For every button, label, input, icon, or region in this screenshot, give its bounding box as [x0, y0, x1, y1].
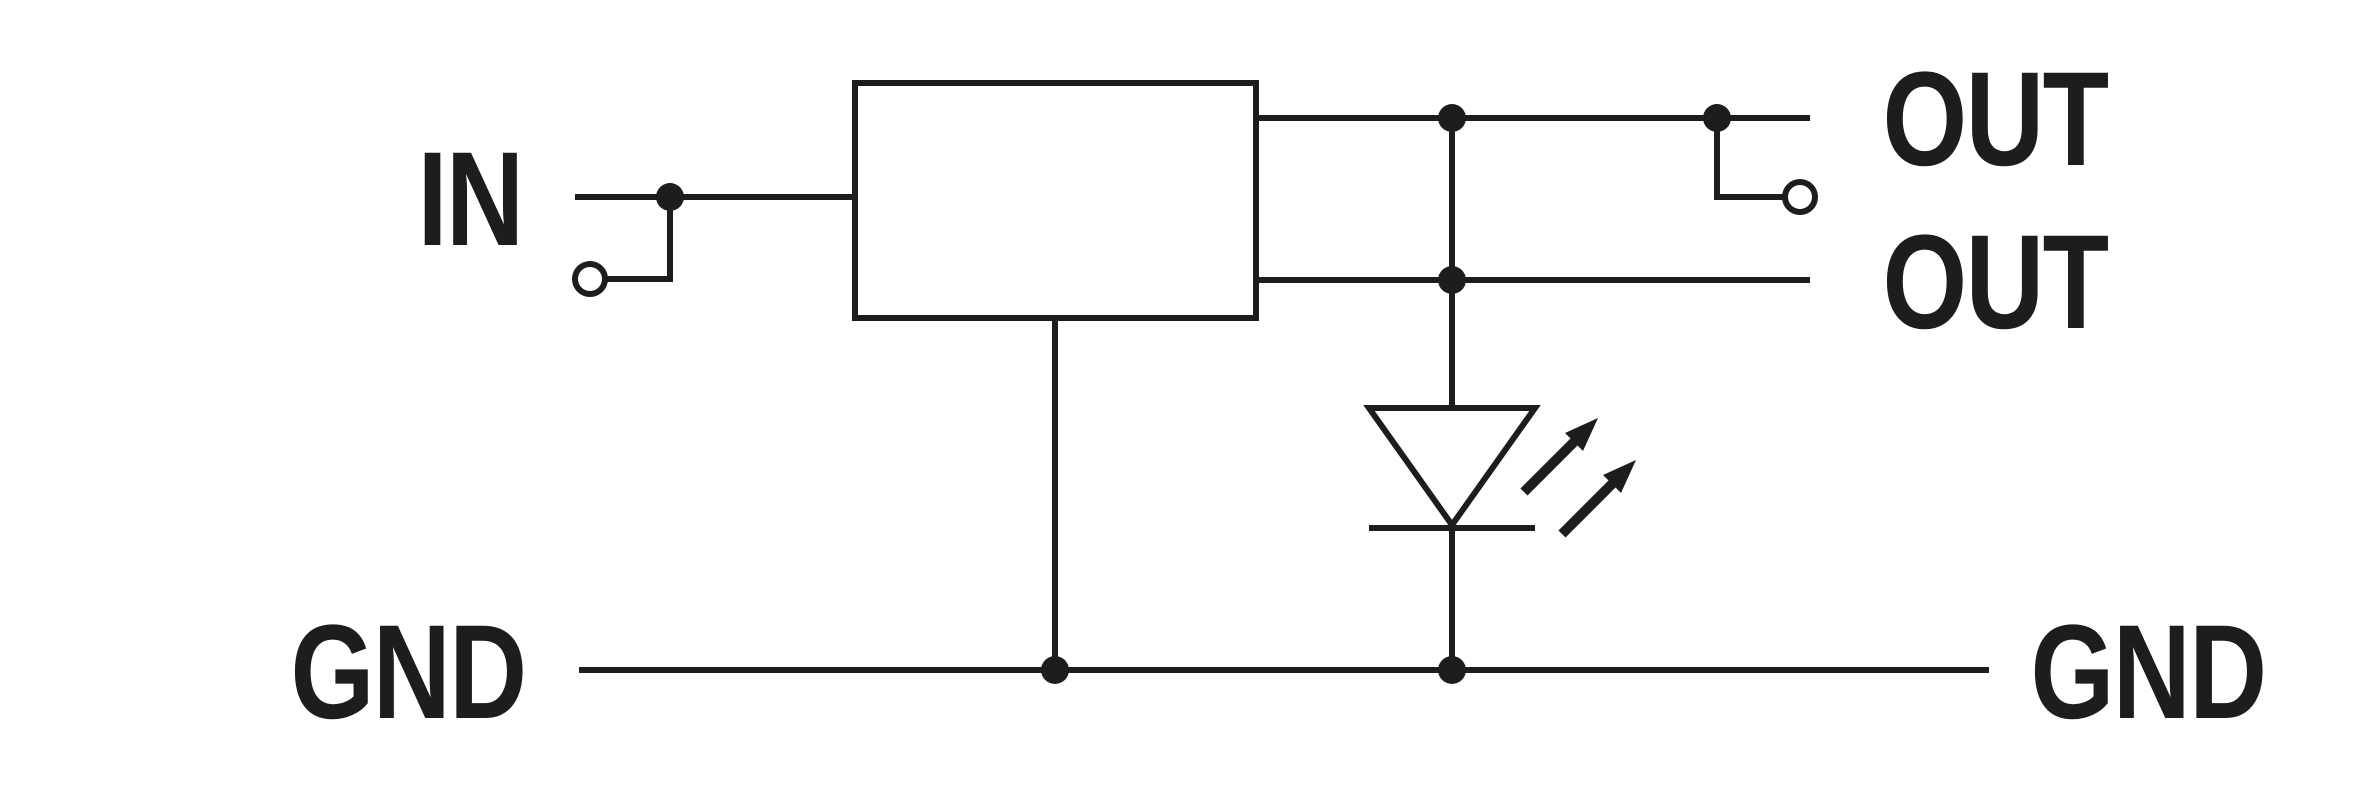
label-in: IN: [418, 125, 523, 274]
junction-dot: [1703, 104, 1731, 132]
junction-dot: [1438, 266, 1466, 294]
label-out-bottom: OUT: [1883, 208, 2109, 357]
arrow-shaft-icon: [1558, 476, 1620, 538]
junction-dot: [1041, 656, 1069, 684]
in-plug-stub-wire: [605, 197, 673, 282]
wires: [572, 80, 1989, 673]
out-plug-contact-icon: [1782, 179, 1818, 215]
junction-dot: [1438, 104, 1466, 132]
in-plug-contact-icon: [572, 261, 608, 297]
arrow-shaft-icon: [1520, 434, 1582, 496]
led-emission-arrows-icon: [1520, 418, 1636, 538]
component-box: [852, 80, 1259, 321]
arrow-head-icon: [1565, 418, 1598, 451]
arrow-head-icon: [1603, 460, 1636, 493]
label-gnd-left: GND: [291, 598, 526, 747]
out-plug-stub-wire: [1714, 118, 1785, 200]
terminal-labels: IN OUT OUT GND GND: [291, 45, 2268, 747]
led-triangle-icon: [1363, 405, 1541, 531]
junction-dots: [656, 104, 1731, 684]
junction-dot: [1438, 656, 1466, 684]
junction-dot: [656, 183, 684, 211]
label-gnd-right: GND: [2031, 598, 2266, 747]
label-out-top: OUT: [1883, 45, 2109, 194]
